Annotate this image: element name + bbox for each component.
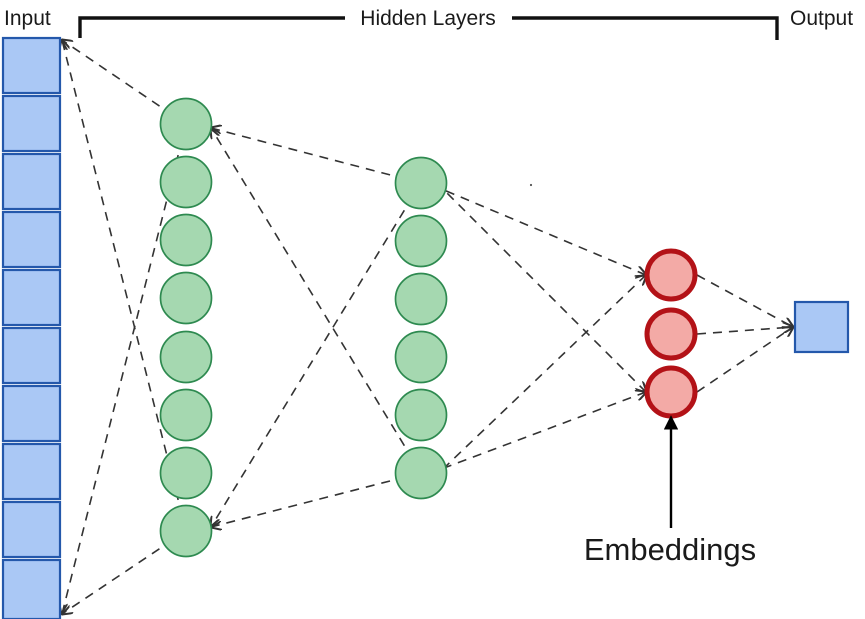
output-layer [793,300,850,354]
edge [211,128,422,474]
hidden-node[interactable] [159,97,213,151]
hidden-node[interactable] [159,504,213,558]
edge [696,274,793,327]
hidden-node[interactable] [394,446,448,500]
edges-hidden1-to-hidden2 [211,128,422,527]
hidden-layers-bracket [78,16,779,40]
input-node[interactable] [1,500,62,559]
edge [211,128,422,184]
edge [443,275,646,469]
hidden-node[interactable] [159,213,213,267]
input-layer [1,36,62,619]
hidden-node[interactable] [394,330,448,384]
embedding-node[interactable] [644,248,698,302]
hidden-layers-label: Hidden Layers [360,7,495,30]
embeddings-callout-label: Embeddings [584,532,756,567]
edge [211,472,422,527]
edge [696,327,793,335]
input-label: Input [4,7,51,30]
edges-hidden2-to-embeddings [443,189,646,469]
embeddings-layer [644,248,698,419]
edge [62,40,187,532]
input-node[interactable] [1,442,62,501]
hidden-node[interactable] [159,388,213,442]
input-node[interactable] [1,152,62,211]
hidden-node[interactable] [159,271,213,325]
hidden-node[interactable] [394,156,448,210]
input-node[interactable] [1,94,62,153]
hidden-node[interactable] [394,214,448,268]
output-node[interactable] [793,300,850,354]
input-node[interactable] [1,558,62,619]
edge [443,392,646,469]
edge [443,189,646,392]
hidden-node[interactable] [394,388,448,442]
hidden-node[interactable] [159,446,213,500]
embedding-node[interactable] [644,307,698,361]
edge [211,182,422,527]
hidden-node[interactable] [159,330,213,384]
hidden-node[interactable] [159,155,213,209]
hidden-layer-2 [394,156,448,500]
edge [443,189,646,275]
hidden-node[interactable] [394,272,448,326]
edges-embeddings-to-output [696,274,793,393]
edge [696,327,793,393]
input-node[interactable] [1,384,62,443]
embedding-node[interactable] [644,365,698,419]
input-node[interactable] [1,36,62,95]
edge [62,123,187,614]
input-node[interactable] [1,268,62,327]
artifact-dot [529,183,533,187]
input-node[interactable] [1,210,62,269]
embeddings-callout: Embeddings [584,415,756,567]
input-node[interactable] [1,326,62,385]
output-label: Output [790,7,853,30]
hidden-layer-1 [159,97,213,558]
